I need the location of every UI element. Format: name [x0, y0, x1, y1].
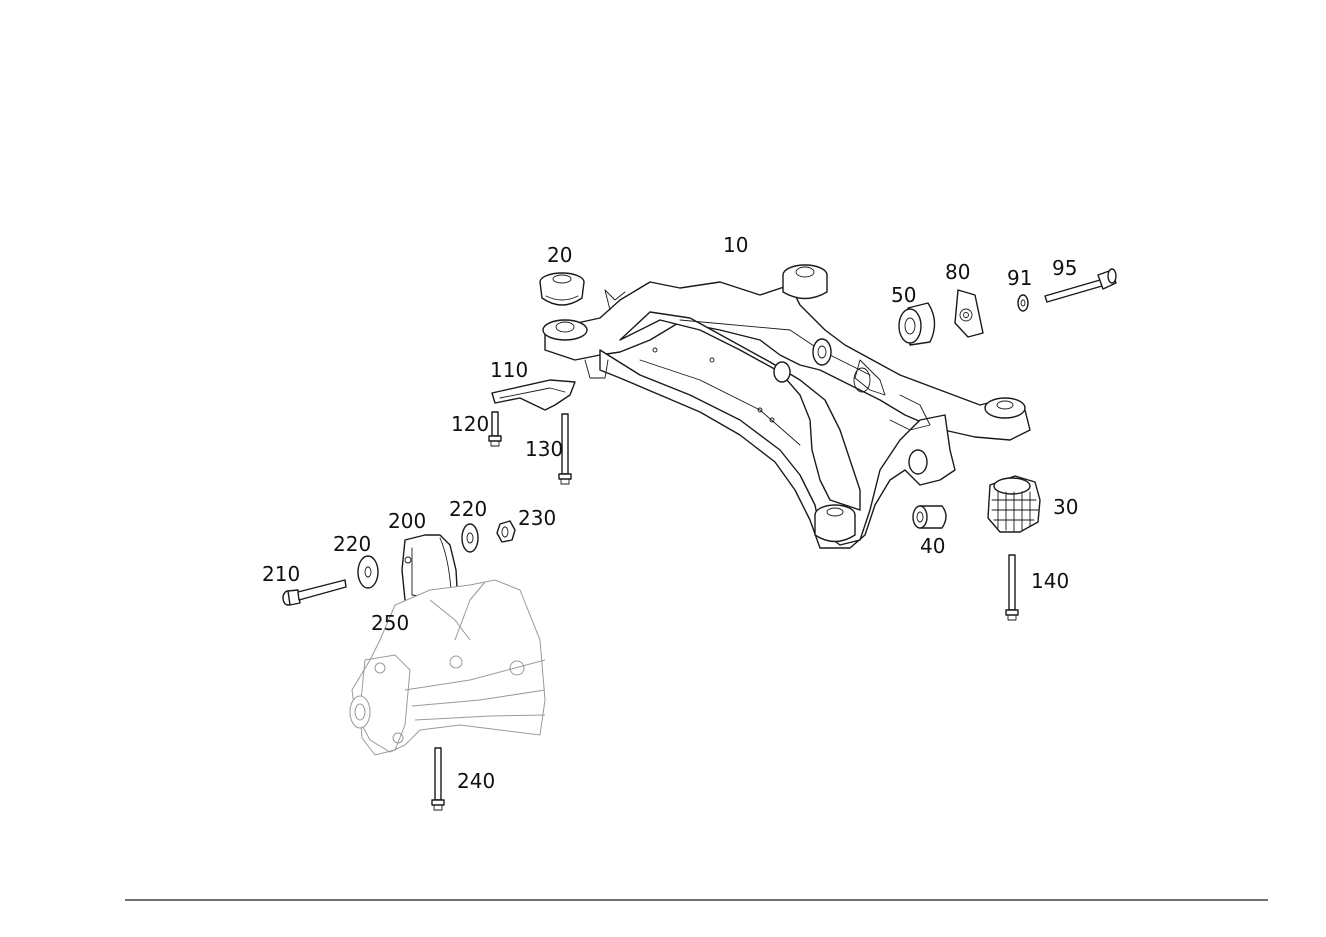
bolt-120[interactable] [488, 411, 502, 447]
bushing-50[interactable] [898, 302, 936, 346]
bracket-80[interactable] [954, 289, 984, 338]
part-labels: 10 20 30 40 50 80 91 95 110 120 130 140 … [262, 233, 1078, 793]
washer-220-left[interactable] [357, 555, 379, 589]
part-label-230: 230 [518, 506, 556, 530]
sleeve-bushing-40[interactable] [912, 505, 947, 529]
part-label-130: 130 [525, 437, 563, 461]
part-label-40: 40 [920, 534, 945, 558]
part-label-10: 10 [723, 233, 748, 257]
rubber-mount-20[interactable] [539, 272, 585, 306]
part-label-120: 120 [451, 412, 489, 436]
bolt-130[interactable] [558, 413, 572, 485]
part-label-110: 110 [490, 358, 528, 382]
bolt-240[interactable] [431, 747, 445, 811]
part-label-140: 140 [1031, 569, 1069, 593]
part-label-50: 50 [891, 283, 916, 307]
part-label-20: 20 [547, 243, 572, 267]
washer-220-right[interactable] [461, 523, 479, 553]
part-label-200: 200 [388, 509, 426, 533]
wheel-carrier-context [349, 579, 546, 756]
hydro-mount-30[interactable] [987, 475, 1041, 533]
bolt-95[interactable] [1044, 268, 1117, 303]
part-label-210: 210 [262, 562, 300, 586]
part-label-220-right: 220 [449, 497, 487, 521]
nut-230[interactable] [496, 520, 516, 543]
part-label-95: 95 [1052, 256, 1077, 280]
bolt-210[interactable] [282, 579, 347, 606]
part-label-91: 91 [1007, 266, 1032, 290]
part-label-250: 250 [371, 611, 409, 635]
washer-91[interactable] [1017, 294, 1029, 312]
part-label-30: 30 [1053, 495, 1078, 519]
bracket-110[interactable] [491, 379, 576, 411]
part-label-240: 240 [457, 769, 495, 793]
bolt-140[interactable] [1005, 554, 1019, 621]
rear-axle-subframe[interactable] [542, 264, 1031, 549]
part-label-80: 80 [945, 260, 970, 284]
part-label-220-left: 220 [333, 532, 371, 556]
